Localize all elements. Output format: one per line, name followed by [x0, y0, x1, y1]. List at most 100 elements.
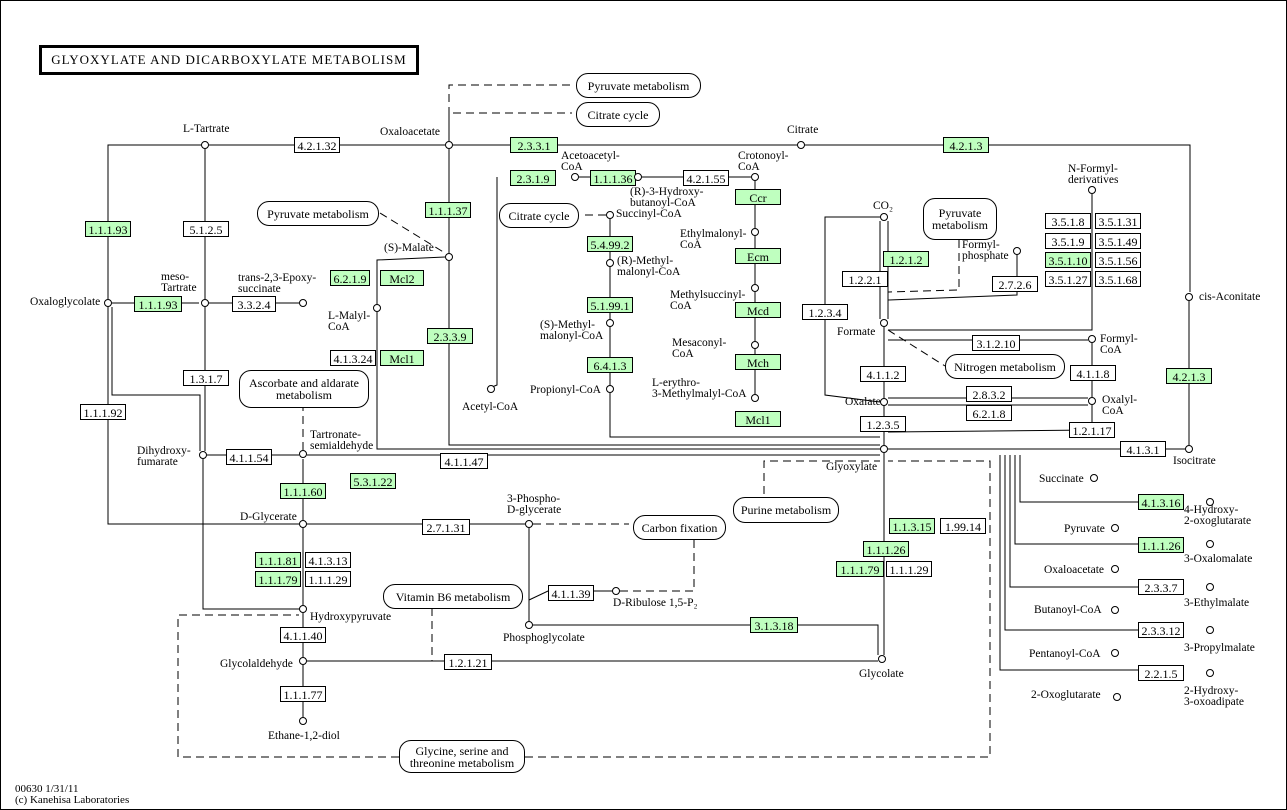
enzyme-box[interactable]: 3.5.1.9 [1045, 233, 1091, 249]
enzyme-box[interactable]: 1.1.1.60 [280, 483, 326, 499]
compound-node[interactable] [1111, 565, 1119, 573]
compound-node[interactable] [571, 173, 579, 181]
enzyme-box[interactable]: 4.1.3.16 [1138, 494, 1184, 510]
compound-node[interactable] [880, 319, 888, 327]
enzyme-box[interactable]: 4.2.1.3 [943, 137, 989, 153]
pathway-map-link[interactable]: Citrate cycle [576, 102, 660, 127]
compound-node[interactable] [751, 394, 759, 402]
compound-node[interactable] [606, 259, 614, 267]
compound-node[interactable] [606, 319, 614, 327]
compound-node[interactable] [1013, 247, 1021, 255]
compound-node[interactable] [1113, 693, 1121, 701]
enzyme-box[interactable]: 1.2.3.5 [860, 416, 906, 432]
compound-node[interactable] [878, 655, 886, 663]
pathway-map-link[interactable]: Pyruvate metabolism [923, 198, 997, 240]
enzyme-box[interactable]: 1.1.1.37 [425, 202, 471, 218]
enzyme-box[interactable]: 1.2.1.21 [444, 654, 492, 670]
compound-node[interactable] [1206, 540, 1214, 548]
enzyme-box[interactable]: 1.2.2.1 [842, 271, 888, 287]
enzyme-box[interactable]: 2.7.1.31 [422, 519, 470, 535]
enzyme-box[interactable]: 5.1.2.5 [183, 221, 229, 237]
compound-node[interactable] [751, 284, 759, 292]
compound-node[interactable] [1206, 498, 1214, 506]
enzyme-box[interactable]: 3.5.1.56 [1095, 252, 1141, 268]
enzyme-box[interactable]: 3.5.1.10 [1045, 252, 1091, 268]
enzyme-box[interactable]: 6.2.1.8 [966, 405, 1012, 421]
compound-node[interactable] [1088, 186, 1096, 194]
compound-node[interactable] [299, 450, 307, 458]
enzyme-box[interactable]: Mcd [735, 302, 781, 318]
compound-node[interactable] [880, 445, 888, 453]
enzyme-box[interactable]: 4.1.1.40 [280, 627, 326, 643]
compound-node[interactable] [1111, 649, 1119, 657]
enzyme-box[interactable]: Ecm [735, 248, 781, 264]
enzyme-box[interactable]: 4.1.3.1 [1120, 441, 1166, 457]
compound-node[interactable] [880, 398, 888, 406]
enzyme-box[interactable]: 5.1.99.1 [587, 297, 633, 313]
enzyme-box[interactable]: 4.1.1.47 [440, 453, 488, 469]
enzyme-box[interactable]: 4.1.3.24 [330, 350, 376, 366]
enzyme-box[interactable]: 4.1.1.8 [1070, 365, 1116, 381]
compound-node[interactable] [1206, 669, 1214, 677]
compound-node[interactable] [445, 253, 453, 261]
pathway-map-link[interactable]: Vitamin B6 metabolism [383, 584, 523, 609]
pathway-map-link[interactable]: Purine metabolism [733, 497, 839, 523]
enzyme-box[interactable]: 1.2.1.17 [1069, 422, 1115, 438]
compound-node[interactable] [201, 299, 209, 307]
compound-node[interactable] [299, 657, 307, 665]
enzyme-box[interactable]: 4.1.3.13 [305, 552, 351, 568]
compound-node[interactable] [751, 341, 759, 349]
pathway-map-link[interactable]: Pyruvate metabolism [257, 201, 379, 226]
enzyme-box[interactable]: 1.1.1.93 [85, 221, 131, 237]
enzyme-box[interactable]: 2.3.3.1 [510, 137, 558, 153]
enzyme-box[interactable]: 3.5.1.27 [1045, 271, 1091, 287]
compound-node[interactable] [299, 717, 307, 725]
enzyme-box[interactable]: Mcl2 [380, 270, 424, 286]
enzyme-box[interactable]: 1.1.1.77 [280, 686, 326, 702]
enzyme-box[interactable]: 1.99.14 [940, 518, 986, 534]
enzyme-box[interactable]: 4.2.1.55 [683, 170, 729, 186]
compound-node[interactable] [1206, 626, 1214, 634]
compound-node[interactable] [606, 385, 614, 393]
enzyme-box[interactable]: 2.3.3.7 [1138, 579, 1184, 595]
enzyme-box[interactable]: 3.5.1.8 [1045, 213, 1091, 229]
enzyme-box[interactable]: 1.1.1.26 [863, 541, 909, 557]
compound-node[interactable] [104, 299, 112, 307]
compound-node[interactable] [445, 141, 453, 149]
compound-node[interactable] [1206, 583, 1214, 591]
compound-node[interactable] [880, 213, 888, 221]
compound-node[interactable] [1185, 293, 1193, 301]
enzyme-box[interactable]: 5.4.99.2 [587, 236, 633, 252]
compound-node[interactable] [1088, 335, 1096, 343]
compound-node[interactable] [751, 228, 759, 236]
compound-node[interactable] [1111, 606, 1119, 614]
enzyme-box[interactable]: 6.2.1.9 [330, 270, 370, 286]
compound-node[interactable] [1090, 474, 1098, 482]
enzyme-box[interactable]: 3.1.3.18 [750, 617, 798, 633]
compound-node[interactable] [299, 299, 307, 307]
enzyme-box[interactable]: 6.4.1.3 [587, 357, 633, 373]
compound-node[interactable] [525, 520, 533, 528]
compound-node[interactable] [373, 304, 381, 312]
compound-node[interactable] [525, 621, 533, 629]
compound-node[interactable] [751, 173, 759, 181]
enzyme-box[interactable]: 4.1.1.54 [226, 449, 272, 465]
pathway-map-link[interactable]: Citrate cycle [499, 203, 579, 228]
enzyme-box[interactable]: 4.1.1.39 [548, 585, 594, 601]
enzyme-box[interactable]: 1.1.1.81 [255, 552, 301, 568]
enzyme-box[interactable]: Ccr [735, 189, 781, 205]
compound-node[interactable] [612, 587, 620, 595]
enzyme-box[interactable]: 1.1.1.29 [886, 561, 932, 577]
enzyme-box[interactable]: 2.3.3.9 [427, 328, 473, 344]
pathway-map-link[interactable]: Ascorbate and aldarate metabolism [239, 370, 369, 408]
enzyme-box[interactable]: 3.5.1.49 [1095, 233, 1141, 249]
compound-node[interactable] [299, 520, 307, 528]
compound-node[interactable] [1088, 397, 1096, 405]
compound-node[interactable] [487, 385, 495, 393]
pathway-map-link[interactable]: Nitrogen metabolism [945, 354, 1065, 379]
enzyme-box[interactable]: 1.1.1.92 [80, 404, 126, 420]
enzyme-box[interactable]: 3.3.2.4 [232, 296, 276, 312]
enzyme-box[interactable]: 5.3.1.22 [350, 473, 396, 489]
compound-node[interactable] [797, 141, 805, 149]
enzyme-box[interactable]: 1.1.1.93 [134, 296, 182, 312]
